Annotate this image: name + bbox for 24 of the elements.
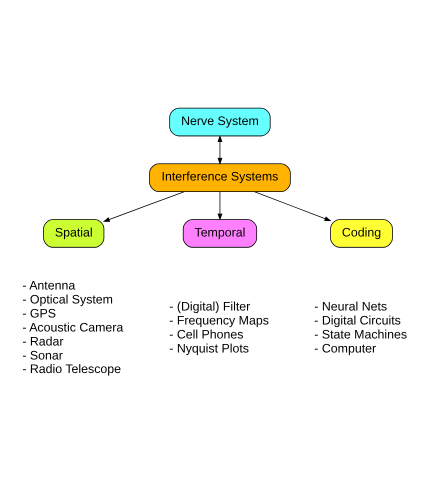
node-label: - Nyquist Plots — [169, 340, 249, 355]
node-label: - Frequency Maps — [169, 313, 269, 328]
node-label: - GPS — [22, 306, 56, 320]
arrow — [102, 190, 185, 222]
node-box: Interference Systems — [149, 162, 291, 192]
node-box: Temporal — [182, 218, 258, 248]
node-label: - Radio Telescope — [22, 362, 122, 376]
arrow — [218, 190, 222, 220]
node-label: - (Digital) Filter — [169, 299, 250, 314]
node-box: Coding — [330, 218, 393, 248]
node-label: - Acoustic Camera — [22, 320, 124, 334]
node-label: - Radar — [22, 334, 64, 348]
node-label: - Optical System — [22, 292, 113, 306]
node-label: - State Machines — [314, 326, 408, 341]
arrow — [218, 134, 222, 164]
node-label: - Neural Nets — [314, 299, 388, 314]
node-label: - Sonar — [22, 348, 63, 362]
node-label: - Digital Circuits — [314, 313, 401, 328]
node-label: - Cell Phones — [169, 326, 244, 341]
node-label: - Computer — [314, 340, 376, 355]
node-box: Spatial — [43, 218, 104, 248]
arrow — [254, 190, 332, 221]
node-label: - Antenna — [22, 278, 76, 292]
node-box: Nerve System — [169, 107, 271, 136]
